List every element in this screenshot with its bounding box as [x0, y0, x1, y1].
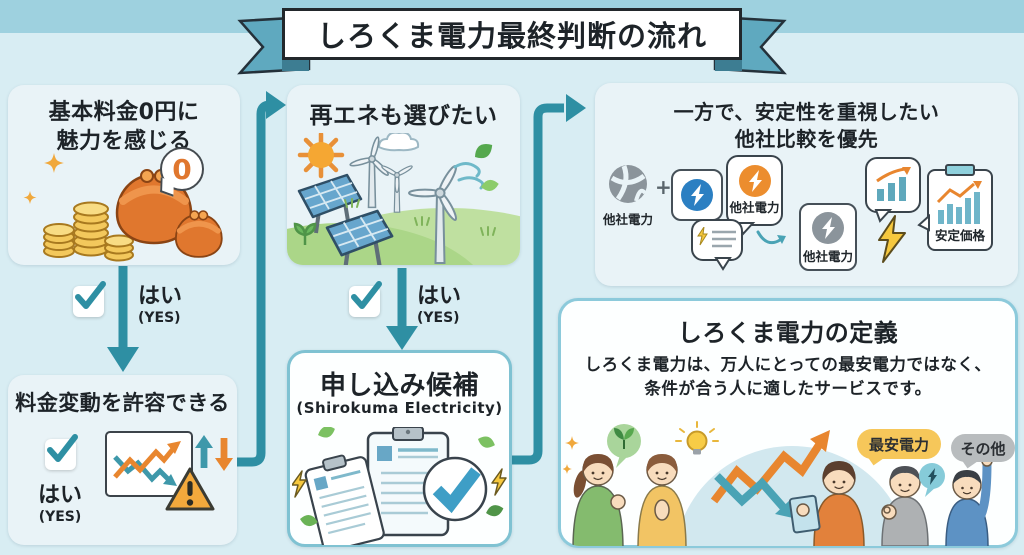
check-circle-icon: [422, 456, 488, 522]
chat-lightning-bubble-icon: [919, 463, 945, 497]
application-clipboards-illustration: [292, 427, 507, 545]
plus-sign: +: [655, 175, 672, 199]
quote-lines-bubble: [691, 219, 743, 271]
box-renewable-energy: 再エネも選びたい: [287, 85, 520, 265]
renewables-illustration: [287, 133, 520, 265]
orange-lightning-icon: [738, 165, 771, 197]
clipboard-clip: [945, 164, 975, 176]
gray-power-card: 他社電力: [799, 203, 857, 271]
blue-power-card: [671, 169, 723, 221]
other-power-label: 他社電力: [602, 212, 653, 227]
bar-chart-icon: [876, 167, 911, 201]
wind-swirl-icon: [453, 162, 485, 190]
box-zero-base-fee: 基本料金0円に 魅力を感じる: [8, 85, 240, 265]
yes-label-fluct: はい (YES): [37, 483, 82, 525]
box-price-fluctuation-title: 料金変動を許容できる: [15, 391, 230, 415]
definition-title: しろくま電力の定義: [677, 319, 899, 347]
zero-speech-bubble: 0: [160, 147, 204, 197]
lightning-icon: [292, 470, 307, 498]
definition-body-line1: しろくま電力は、万人にとっての最安電力ではなく、: [584, 355, 992, 374]
stable-bar-chart-icon: [936, 181, 982, 224]
box-compare-title-line2: 他社比較を優先: [734, 127, 879, 151]
blue-lightning-icon: [681, 179, 713, 211]
lightning-icon: [491, 468, 507, 496]
person-green: [572, 454, 626, 546]
page-title: しろくま電力最終判断の流れ: [282, 8, 742, 60]
other-power-label: 他社電力: [729, 200, 780, 215]
wind-turbine-icon: [408, 165, 458, 264]
person-blue: [945, 455, 993, 546]
yes-label-renewable: はい (YES): [417, 284, 462, 326]
checkbox-checked-icon: [349, 281, 382, 317]
clipboard-icon: [304, 454, 385, 545]
person-yellow: [637, 454, 687, 546]
warning-triangle-icon: [165, 467, 215, 511]
price-chart-card: [105, 431, 193, 497]
definition-illustration-clip: [563, 419, 1016, 546]
person-gray: [881, 466, 929, 546]
wind-turbine-icon: [381, 165, 413, 213]
checkbox-checked-icon: [73, 281, 106, 317]
wind-turbine-icon: [349, 136, 389, 209]
sprout-bubble-icon: [607, 424, 641, 468]
sun-icon: [297, 133, 345, 179]
yes-label-fee: はい (YES): [138, 284, 183, 326]
cloud-icon: [377, 133, 420, 152]
box-zero-base-fee-title-line1: 基本料金0円に: [48, 100, 200, 125]
other-power-speech-bubble: 他社電力: [726, 155, 783, 236]
big-lightning-icon: [878, 215, 906, 263]
other-power-globe-icon: [609, 165, 647, 203]
growth-chart-bubble: [865, 157, 921, 223]
definition-body-line2: 条件が合う人に適したサービスです。: [644, 379, 932, 398]
leaf-icon: [486, 505, 504, 517]
box-other-company-comparison: 一方で、安定性を重視したい 他社比較を優先 他社電力 + 他社電力: [595, 83, 1018, 286]
title-banner: しろくま電力最終判断の流れ: [237, 3, 787, 75]
other-power-label: 他社電力: [802, 249, 853, 264]
box-application-subtitle: (Shirokuma Electricity): [296, 399, 503, 417]
lightbulb-icon: [675, 421, 719, 455]
box-application-candidate: 申し込み候補 (Shirokuma Electricity): [287, 350, 512, 547]
leaf-icon: [478, 436, 495, 448]
stable-price-label: 安定価格: [934, 228, 985, 243]
page-title-text: しろくま電力最終判断の流れ: [316, 19, 707, 53]
definition-people-illustration: [563, 421, 993, 546]
stable-price-clipboard: 安定価格: [917, 164, 993, 251]
leaf-icon: [481, 179, 499, 191]
curved-arrow-icon: [756, 230, 786, 245]
box-compare-title-line1: 一方で、安定性を重視したい: [673, 100, 940, 124]
sprout-icon: [293, 222, 317, 245]
box-renewable-title: 再エネも選びたい: [309, 103, 498, 129]
box-zero-base-fee-title-line2: 魅力を感じる: [56, 129, 192, 154]
small-purse-icon: [174, 210, 223, 258]
up-down-arrows-icon: [195, 435, 233, 471]
cheapest-power-bubble: 最安電力: [857, 429, 941, 466]
box-shirokuma-definition: しろくま電力の定義 しろくま電力は、万人にとっての最安電力ではなく、 条件が合う…: [558, 298, 1018, 548]
person-orange-tablet: [788, 461, 865, 546]
solar-panel-icon: [325, 209, 394, 265]
box-price-fluctuation: 料金変動を許容できる はい (YES): [8, 375, 237, 545]
checkbox-checked-icon: [45, 434, 78, 470]
leaf-icon: [300, 515, 318, 527]
leaf-icon: [318, 427, 335, 438]
other-option-bubble: その他: [951, 434, 1015, 469]
leaf-icon: [475, 144, 493, 159]
zero-text: 0: [172, 152, 192, 186]
gray-lightning-icon: [812, 212, 844, 244]
box-application-title: 申し込み候補: [319, 371, 479, 401]
